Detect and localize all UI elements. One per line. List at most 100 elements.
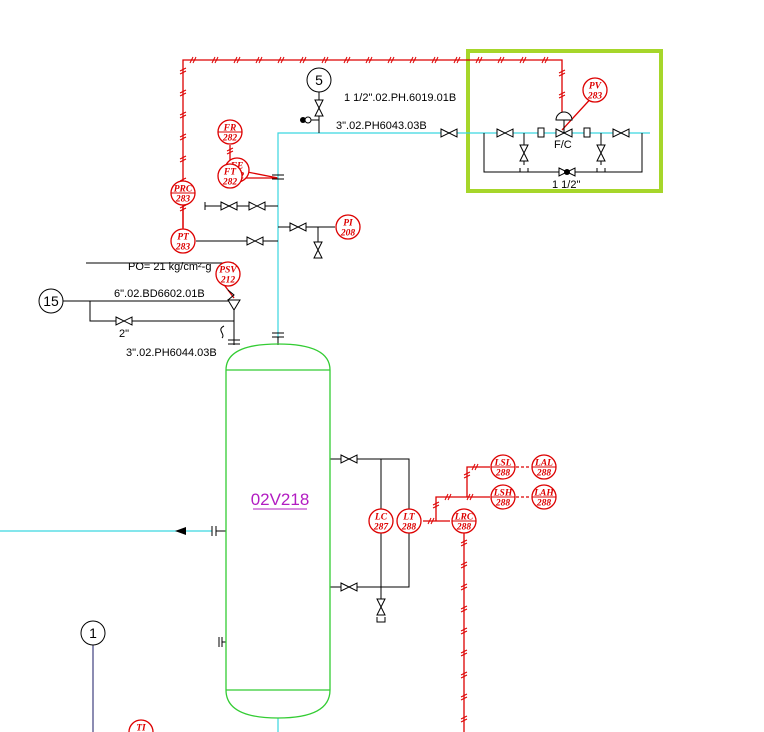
- signal-hash: [453, 56, 461, 64]
- signal-hash: [365, 56, 373, 64]
- signal-hash: [460, 561, 468, 569]
- signal-hash: [179, 67, 187, 75]
- signal-hash: [299, 56, 307, 64]
- fail-position-label: F/C: [554, 139, 572, 151]
- pv-inlet-valve: [496, 128, 514, 138]
- flow-orifice: [272, 174, 284, 180]
- instrument-number: 283: [175, 195, 191, 205]
- signal-hash: [226, 147, 234, 155]
- svg-text:15: 15: [43, 293, 59, 309]
- instrument-function: LT: [402, 513, 416, 523]
- instrument-number: 288: [401, 523, 417, 533]
- instrument-function: PT: [177, 233, 190, 243]
- instrument-function: LAL: [534, 459, 553, 469]
- bridle-lower-valve: [340, 582, 358, 592]
- relief-bypass: [89, 301, 234, 322]
- signal-hash: [427, 517, 435, 525]
- lower-nozzle: [218, 637, 226, 647]
- pv-drain-valve-2: [596, 144, 606, 162]
- off-page-connector-5[interactable]: 5: [306, 67, 332, 93]
- main-block-valve: [440, 128, 458, 138]
- instrument-number: 287: [373, 523, 390, 533]
- instrument-number: 288: [495, 469, 511, 479]
- vent-valve: [314, 99, 324, 117]
- pi-drain-valve: [313, 241, 323, 259]
- signal-hash: [233, 56, 241, 64]
- instrument-number: 282: [222, 178, 238, 188]
- signal-hash: [460, 649, 468, 657]
- highlight-box: [466, 49, 663, 193]
- signal-hash: [432, 501, 440, 509]
- pi-root-valve: [289, 222, 307, 232]
- signal-hash: [463, 471, 471, 479]
- vessel-02v218[interactable]: [225, 343, 331, 719]
- signal-hash: [409, 56, 417, 64]
- signal-hash: [179, 111, 187, 119]
- signal-hash: [460, 627, 468, 635]
- signal-hash: [255, 56, 263, 64]
- instrument-number: 288: [536, 469, 552, 479]
- instrument-bubbles: FR282FE282FT282PRC283PT283PI208PSV212PV2…: [128, 77, 608, 732]
- instrument-function: FT: [223, 168, 237, 178]
- psv-valve: [227, 299, 241, 311]
- flow-arrow: [175, 527, 186, 535]
- blind-valve-1: [220, 201, 238, 211]
- instrument-function: LC: [374, 513, 388, 523]
- instrument-number: 283: [587, 92, 603, 102]
- signal-hash: [189, 56, 197, 64]
- instrument-number: 283: [175, 243, 191, 253]
- signal-hash: [471, 463, 479, 471]
- off-page-connector-15[interactable]: 15: [38, 288, 64, 314]
- alarm-links: [516, 466, 531, 498]
- leader-curve: [220, 325, 225, 339]
- pi-branch: [278, 226, 319, 255]
- signal-hash: [475, 56, 483, 64]
- lsl-signal: [466, 466, 490, 497]
- prc-to-pv-signal: [182, 59, 563, 239]
- instrument-function: LRC: [454, 513, 474, 523]
- instrument-function: LSH: [493, 489, 513, 499]
- reducer-2: [583, 127, 591, 138]
- main-line-label: 3".02.PH6043.03B: [336, 120, 427, 132]
- signal-hash: [497, 56, 505, 64]
- instrument-function: PI: [343, 219, 353, 229]
- signal-hash: [460, 671, 468, 679]
- relief-outlet-label: 6".02.BD6602.01B: [114, 288, 205, 300]
- valves: [115, 99, 630, 623]
- off-page-connector-1[interactable]: 1: [80, 620, 106, 646]
- relief-bypass-valve: [115, 316, 133, 326]
- signal-hash: [460, 583, 468, 591]
- signal-hash: [460, 539, 468, 547]
- pv-bypass-size-label: 1 1/2": [552, 179, 580, 191]
- signal-hash: [211, 56, 219, 64]
- instrument-number: 212: [220, 276, 236, 286]
- instrument-ti[interactable]: TI: [128, 719, 154, 732]
- signal-hash: [558, 69, 566, 77]
- signal-hash: [179, 89, 187, 97]
- signal-hash: [179, 155, 187, 163]
- signal-hash: [466, 493, 474, 501]
- pt-root-valve: [246, 236, 264, 246]
- instrument-number: 282: [222, 134, 238, 144]
- signal-hash: [277, 56, 285, 64]
- instrument-function: LAH: [533, 489, 554, 499]
- signal-hash: [179, 204, 187, 212]
- instrument-function: PRC: [174, 185, 193, 195]
- main-process-line: [277, 132, 650, 340]
- signal-hash: [431, 56, 439, 64]
